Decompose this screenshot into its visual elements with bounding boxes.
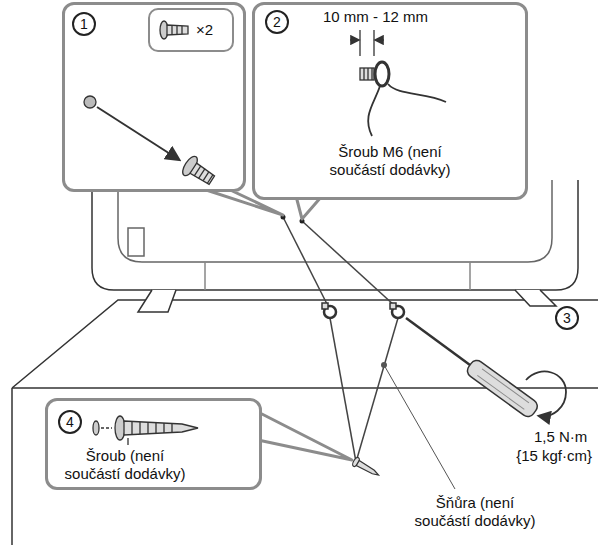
table bbox=[12, 300, 598, 545]
part-label: Šroub M6 (není součástí dodávky) bbox=[324, 143, 456, 178]
quantity-bubble: ×2 bbox=[148, 8, 234, 52]
step2-art bbox=[350, 30, 446, 136]
callout-ground bbox=[45, 2, 528, 490]
part-count: ×2 bbox=[196, 21, 213, 39]
dimension-label: 10 mm - 12 mm bbox=[323, 8, 428, 26]
torque-value: 1,5 N·m bbox=[534, 428, 587, 446]
step-callout: 2 10 mm - 12 mm Šroub M6 (není součástí do… bbox=[252, 2, 528, 200]
part-label: Šňůra (není součástí dodávky) bbox=[409, 494, 541, 529]
callout-number: 1 bbox=[72, 12, 96, 36]
leader-dot bbox=[381, 362, 387, 368]
eye-bolt bbox=[322, 303, 404, 318]
step-callout: 4Šroub (není součástí dodávky) bbox=[45, 398, 262, 490]
callout-number: 4 bbox=[58, 410, 82, 434]
step4-art bbox=[93, 416, 198, 445]
torque-value: {15 kgf·cm} bbox=[516, 447, 592, 465]
step-callout: 1 ×2 bbox=[62, 2, 246, 192]
wall-screw bbox=[351, 456, 381, 479]
part-label: Šroub (není součástí dodávky) bbox=[59, 447, 191, 482]
callout-number: 2 bbox=[265, 10, 289, 34]
callout-number: 3 bbox=[555, 306, 579, 330]
step1-art bbox=[84, 21, 218, 189]
screwdriver bbox=[406, 318, 566, 419]
